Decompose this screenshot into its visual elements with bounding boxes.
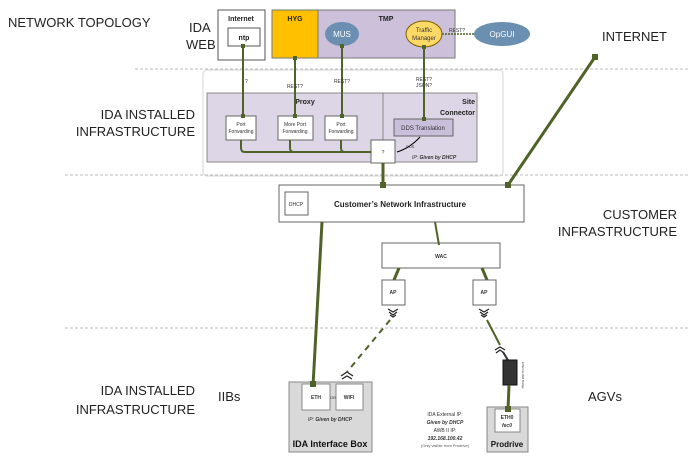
tm-link-label-1: REST?: [416, 77, 432, 83]
ext-ip-label: IDA External IP:: [427, 412, 462, 418]
pf3-label-2: Forwarding: [328, 129, 353, 135]
customer-network-title: Customer’s Network Infrastructure: [334, 200, 467, 209]
or-label: OR: [330, 395, 336, 400]
pf1-label-1: Port: [236, 122, 246, 128]
prodrive-title: Prodrive: [491, 440, 524, 449]
hyg-box: [271, 9, 319, 59]
site-connector-title-2: Connector: [440, 110, 475, 117]
agvs-label: AGVs: [588, 389, 622, 404]
pf3-label-1: Port: [336, 122, 346, 128]
internet-link: [506, 56, 597, 186]
ida-installed-bottom-1: IDA INSTALLED: [101, 383, 195, 398]
traffic-manager-node: [405, 20, 443, 48]
customer-label-1: CUSTOMER: [603, 207, 677, 222]
mus-link-label: REST?: [334, 79, 350, 85]
ap-1-box: [381, 279, 406, 306]
ap-bridge-wifi-link: [486, 319, 501, 346]
mus-node: [325, 22, 359, 46]
sc-ip-label: IP: Given by DHCP: [412, 155, 457, 161]
separators: [65, 68, 689, 329]
opgui-node: [474, 22, 530, 46]
ap-2-box: [472, 279, 497, 306]
traffic-manager-label-2: Manager: [412, 36, 436, 42]
fec0-label: fec0: [502, 423, 512, 429]
ntp-label: ntp: [239, 35, 250, 42]
ap-wifi-link: [346, 319, 391, 373]
bridge-label: Ethernet Wifi Bridge: [521, 362, 525, 389]
wac-ap-links: [392, 267, 489, 281]
customer-wac-link: [434, 221, 440, 246]
iib-ip: IP: Given by DHCP: [308, 417, 353, 423]
site-connector-title-1: Site: [462, 99, 475, 106]
ext-ip-value: Given by DHCP: [427, 420, 464, 426]
traffic-manager-label-1: Traffic: [416, 28, 432, 34]
bridge-eth0-link: [506, 384, 511, 411]
customer-eth-link: [311, 221, 324, 387]
awb-ip-label: AWB II IP:: [434, 428, 457, 434]
pf2-label-1: More Port: [284, 122, 307, 128]
ap-2-label: AP: [481, 290, 489, 296]
dds-translation-label: DDS Translation: [401, 126, 445, 132]
dhcp-box: [284, 191, 309, 216]
port-forwarding-2: [277, 115, 314, 141]
ida-web-label-1: IDA: [189, 20, 211, 35]
dhcp-label: DHCP: [289, 202, 304, 208]
ntp-link-label: ?: [245, 79, 248, 85]
ida-installed-top-1: IDA INSTALLED: [101, 107, 195, 122]
wifi-label: WIFI: [344, 395, 355, 401]
wifi-icon: [340, 308, 506, 380]
wac-label: WAC: [435, 254, 447, 260]
awb-ip-value: 192.168.100.42: [428, 436, 463, 442]
installed-zone-outline: [202, 69, 504, 177]
hyg-label: HYG: [287, 16, 303, 23]
tmp-label: TMP: [379, 16, 394, 23]
rest-opgui-label: REST?: [449, 28, 465, 34]
awb-ip-note: (Only visible from Prodrive): [421, 443, 470, 448]
customer-label-2: INFRASTRUCTURE: [558, 224, 677, 239]
iib-title: IDA Interface Box: [293, 439, 368, 449]
iibs-label: IIBs: [218, 389, 241, 404]
port-forwarding-3: [324, 115, 358, 141]
internet-label: INTERNET: [602, 29, 667, 44]
wac-box: [381, 242, 501, 269]
web-proxy-links: [240, 44, 426, 153]
proxy-title: Proxy: [295, 99, 315, 106]
ida-installed-bottom-2: INFRASTRUCTURE: [76, 402, 195, 417]
mus-label: MUS: [333, 30, 351, 39]
ida-web-label-2: WEB: [186, 37, 216, 52]
eth0-label: ETH0: [501, 415, 514, 421]
diagram-title: NETWORK TOPOLOGY: [8, 15, 151, 30]
unknown-gateway-label: ?: [382, 150, 385, 156]
ethernet-wifi-bridge: [502, 359, 518, 386]
ap-1-label: AP: [390, 290, 398, 296]
hyg-link-label: REST?: [287, 84, 303, 90]
opgui-label: OpGUI: [490, 30, 515, 39]
eth-label: ETH: [311, 395, 321, 401]
pf1-label-2: Forwarding: [228, 129, 253, 135]
internet-box-label: Internet: [228, 16, 254, 23]
port-forwarding-1: [225, 115, 257, 141]
wifi-port: [335, 383, 364, 411]
tm-link-label-2: JSON?: [416, 83, 432, 89]
ida-installed-top-2: INFRASTRUCTURE: [76, 124, 195, 139]
internet-node: [592, 54, 598, 60]
customer-network-box: [278, 184, 525, 223]
dds-link-label: DDS: [406, 144, 415, 149]
pf2-label-2: Forwarding: [282, 129, 307, 135]
